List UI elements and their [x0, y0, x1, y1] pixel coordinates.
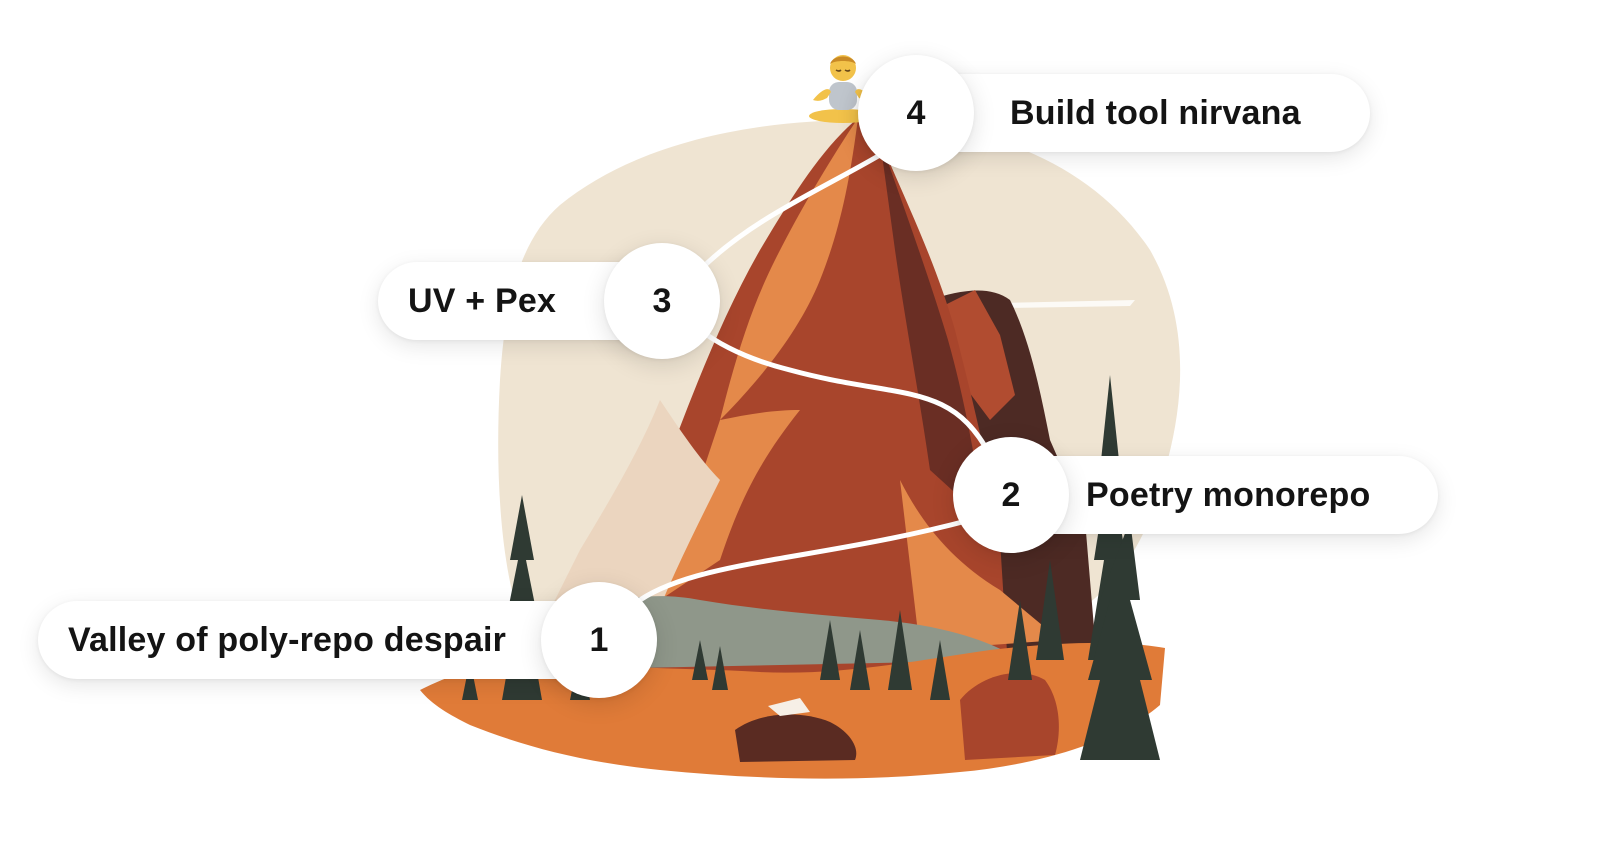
person-in-lotus-position-icon: [809, 55, 877, 123]
milestone-2-label: Poetry monorepo: [1086, 475, 1371, 514]
tree: [1036, 560, 1064, 660]
milestone-4-badge: 4: [858, 55, 974, 171]
milestone-1-number: 1: [589, 620, 609, 659]
milestone-1-badge: 1: [541, 582, 657, 698]
milestone-3-badge: 3: [604, 243, 720, 359]
milestone-4-number: 4: [906, 93, 926, 132]
tree: [888, 610, 912, 690]
tree: [462, 660, 478, 700]
tree: [1008, 600, 1032, 680]
red-ridge: [935, 290, 1015, 420]
peak-lit-face-2: [660, 410, 800, 600]
peak-lit-face: [720, 118, 858, 420]
route-line: [637, 152, 993, 603]
milestone-1-label-pill: Valley of poly-repo despair: [38, 601, 638, 679]
ground-dark-pocket: [735, 714, 857, 762]
path-on-ground: [768, 698, 810, 716]
tree: [930, 640, 950, 700]
cloud-streak: [1000, 300, 1135, 308]
tree: [712, 646, 728, 690]
milestone-2-badge: 2: [953, 437, 1069, 553]
milestone-2-number: 2: [1001, 475, 1021, 514]
tree: [850, 630, 870, 690]
milestone-1-label: Valley of poly-repo despair: [68, 620, 507, 659]
tree: [1080, 520, 1160, 760]
milestone-4-label: Build tool nirvana: [1010, 93, 1301, 132]
milestone-3-label: UV + Pex: [408, 281, 557, 320]
ground-red-arch: [960, 672, 1059, 760]
tree: [692, 640, 708, 680]
peak-shadow-face: [880, 140, 985, 520]
tree: [820, 620, 840, 680]
milestone-3-number: 3: [652, 281, 672, 320]
